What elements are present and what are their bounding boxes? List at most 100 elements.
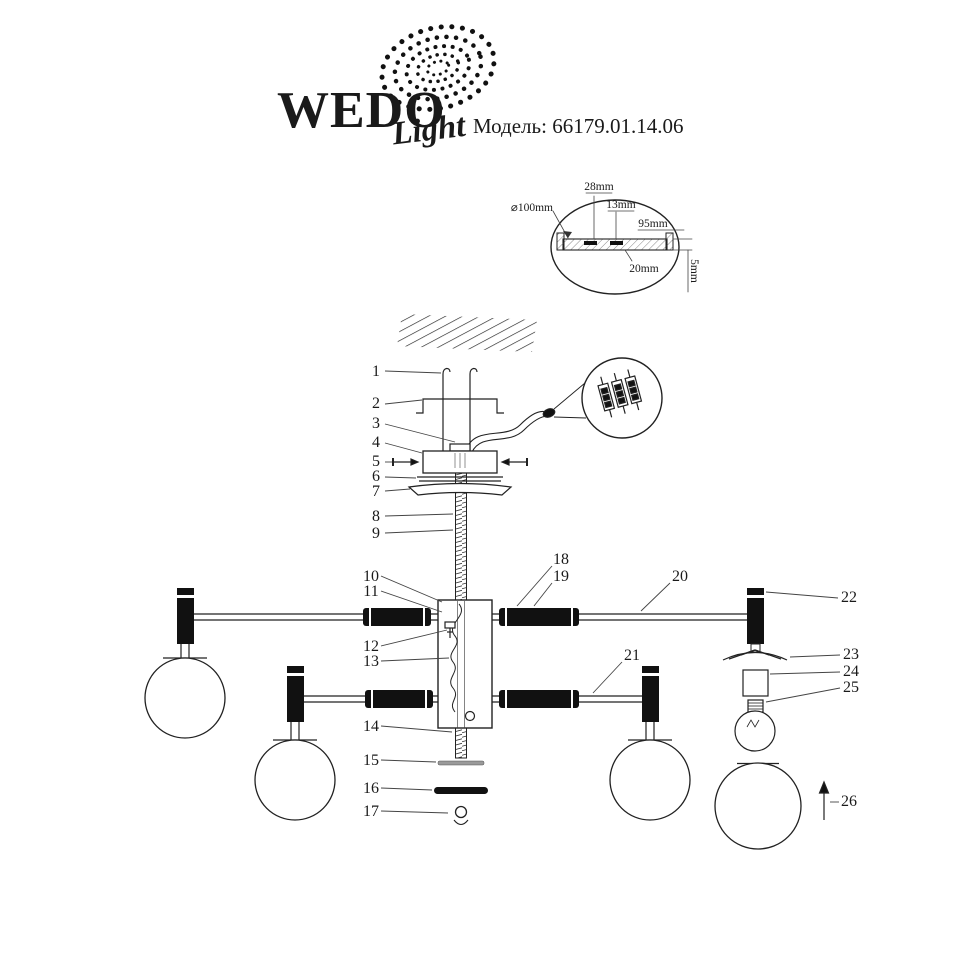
leader-line	[384, 529, 454, 534]
part-label-25: 25	[843, 679, 859, 696]
logo: WEDO Light	[277, 24, 497, 153]
arm-sleeve	[499, 608, 579, 626]
terminal-block	[624, 369, 643, 411]
part-label-19: 19	[553, 568, 569, 585]
part-label-15: 15	[363, 752, 379, 769]
part-labels: 1 2 3 4 5 6 7 8 9 10 11 12 13 14 15 16 1…	[363, 363, 859, 820]
filament	[746, 719, 760, 728]
leader-line	[384, 513, 454, 517]
hub-screw	[444, 621, 456, 638]
part-label-12: 12	[363, 638, 379, 655]
part-label-7: 7	[372, 483, 380, 500]
part-label-5: 5	[372, 453, 380, 470]
insert-arrow	[818, 780, 830, 820]
leader-line	[380, 787, 433, 791]
decorative-plate	[407, 482, 513, 496]
leader-line	[789, 654, 841, 658]
leader-line	[384, 370, 442, 374]
part-label-8: 8	[372, 508, 380, 525]
leader-line	[592, 661, 623, 694]
mounting-strap	[416, 398, 504, 414]
lamp-lower-left	[254, 666, 336, 821]
leader-line	[384, 476, 417, 479]
central-hub	[437, 599, 493, 729]
finial	[453, 805, 469, 826]
threaded-rod-lower	[455, 727, 467, 759]
leader-line	[765, 591, 839, 599]
socket-housing	[742, 669, 769, 697]
arrowhead-icon	[410, 458, 420, 466]
lamp-holder	[642, 666, 659, 722]
leader-line	[380, 629, 448, 647]
leader-line	[380, 575, 443, 603]
bottom-disc	[434, 787, 488, 794]
part-label-11: 11	[363, 583, 378, 600]
part-label-21: 21	[624, 647, 640, 664]
part-label-23: 23	[843, 646, 859, 663]
wire-bundle	[465, 408, 556, 453]
mount-dimension-detail: ⌀100mm 28mm 13mm 95mm 20mm 5mm	[511, 181, 700, 295]
arrowhead-up-icon	[818, 780, 830, 794]
part-label-14: 14	[363, 718, 379, 735]
leader-line	[516, 565, 553, 607]
part-label-6: 6	[372, 468, 380, 485]
part-label-3: 3	[372, 415, 380, 432]
leader-line	[765, 687, 841, 703]
part-label-9: 9	[372, 525, 380, 542]
glass-globe	[254, 739, 336, 821]
lamp-holder	[287, 666, 304, 722]
lamp-upper-right-holder	[747, 588, 764, 644]
model-number: Модель: 66179.01.14.06	[473, 114, 683, 138]
hanging-hooks	[442, 367, 478, 451]
ceiling-hatch	[397, 314, 537, 352]
brand-name: WEDO	[277, 82, 446, 139]
exploded-column-right	[714, 643, 830, 850]
mount-slot-right	[610, 241, 623, 245]
dim-95mm: 95mm	[638, 218, 667, 230]
part-label-17: 17	[363, 803, 379, 820]
connector-detail	[553, 357, 663, 439]
mount-slot-left	[584, 241, 597, 245]
terminal-block	[597, 376, 616, 418]
terminal-blocks	[597, 369, 643, 418]
arm-upper-left	[194, 608, 438, 626]
leader-line	[380, 759, 437, 763]
canopy	[422, 443, 498, 474]
main-assembly	[144, 357, 830, 850]
arm-upper-right	[492, 608, 747, 626]
dim-28mm: 28mm	[584, 181, 613, 193]
arm-lower-left	[304, 690, 438, 708]
mount-bar-flange-right	[665, 232, 674, 251]
part-label-20: 20	[672, 568, 688, 585]
glass-globe-large	[714, 762, 802, 850]
arm-sleeve	[365, 690, 433, 708]
light-bulb	[734, 699, 776, 752]
glass-globe	[609, 739, 691, 821]
leader-line	[384, 442, 423, 454]
dim-diameter: ⌀100mm	[511, 202, 553, 214]
part-label-10: 10	[363, 568, 379, 585]
leader-line	[380, 590, 443, 613]
arrowhead-icon	[563, 231, 572, 238]
side-screw-left	[392, 458, 420, 466]
cover-plate	[417, 476, 503, 482]
part-label-22: 22	[841, 589, 857, 606]
dim-20mm: 20mm	[629, 263, 658, 275]
terminal-block	[610, 372, 629, 414]
lamp-holder	[177, 588, 194, 644]
wire-connector	[542, 408, 556, 418]
part-label-13: 13	[363, 653, 379, 670]
leader-line	[769, 671, 841, 675]
brand-script: Light	[389, 108, 468, 153]
part-label-18: 18	[553, 551, 569, 568]
leader-line	[384, 399, 423, 405]
lamp-lower-right	[609, 666, 691, 821]
mount-bar-flange-left	[556, 232, 565, 251]
washer	[437, 760, 485, 766]
wire-loop	[464, 710, 476, 722]
leader-line	[380, 657, 450, 662]
leader-line	[384, 488, 411, 492]
arrowhead-icon	[500, 458, 510, 466]
